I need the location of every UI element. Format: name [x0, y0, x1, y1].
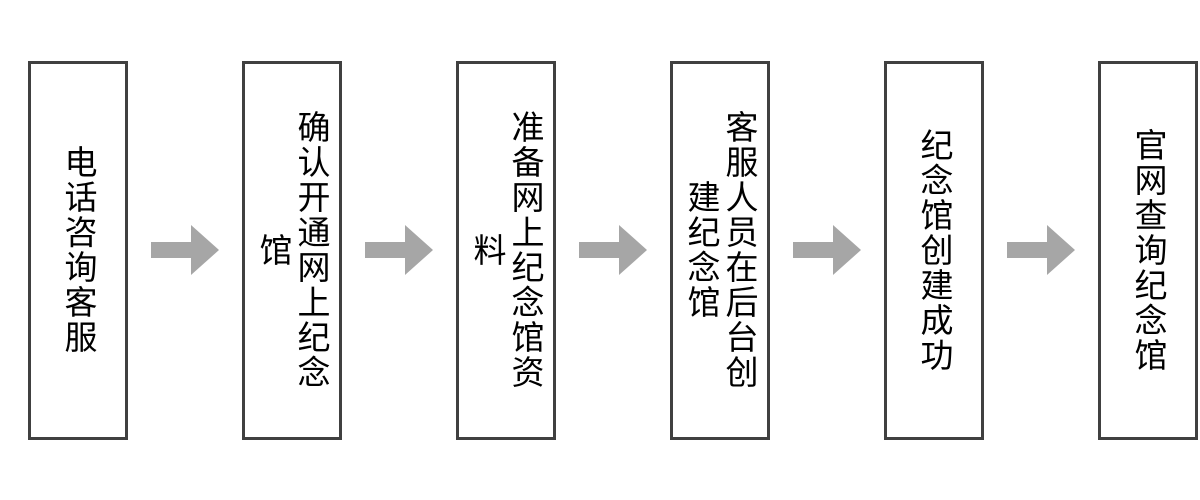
arrow-right-icon — [1007, 225, 1075, 275]
arrow-right-icon — [365, 225, 433, 275]
arrow-right-icon — [793, 225, 861, 275]
flow-node-label: 准备网上纪念馆资料 — [468, 110, 545, 390]
flow-connector-arrow-2 — [342, 61, 456, 440]
flow-connector-arrow-3 — [556, 61, 670, 440]
flow-node-step-3[interactable]: 准备网上纪念馆资料 — [456, 60, 556, 440]
flow-node-label: 官网查询纪念馆 — [1128, 127, 1168, 373]
flow-node-step-4[interactable]: 客服人员在后台创建纪念馆 — [670, 60, 770, 440]
flow-node-step-6[interactable]: 官网查询纪念馆 — [1098, 60, 1198, 440]
flow-node-step-1[interactable]: 电话咨询客服 — [28, 60, 128, 440]
flow-connector-arrow-5 — [984, 61, 1098, 440]
flow-connector-arrow-1 — [128, 61, 242, 440]
arrow-right-icon — [579, 225, 647, 275]
flow-node-label: 电话咨询客服 — [58, 145, 98, 355]
flow-node-step-5[interactable]: 纪念馆创建成功 — [884, 60, 984, 440]
flow-node-label: 确认开通网上纪念馆 — [254, 110, 331, 390]
flow-node-step-2[interactable]: 确认开通网上纪念馆 — [242, 60, 342, 440]
flow-connector-arrow-4 — [770, 61, 884, 440]
flow-node-label: 纪念馆创建成功 — [914, 127, 954, 373]
arrow-right-icon — [151, 225, 219, 275]
flow-node-label: 客服人员在后台创建纪念馆 — [682, 110, 759, 390]
